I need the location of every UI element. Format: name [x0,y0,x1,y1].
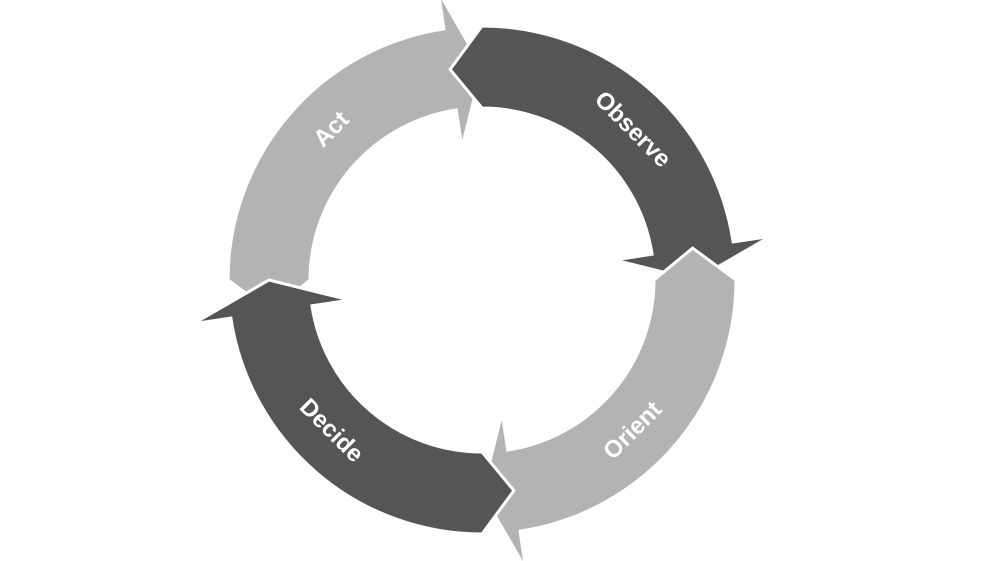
orient-arrow [480,246,738,561]
segment-act: Act [226,0,484,314]
observe-arrow [448,24,772,282]
act-arrow [226,0,484,314]
segment-decide: Decide [192,278,516,536]
segment-observe: Observe [448,24,772,282]
segment-orient: Orient [480,246,738,561]
decide-arrow [192,278,516,536]
